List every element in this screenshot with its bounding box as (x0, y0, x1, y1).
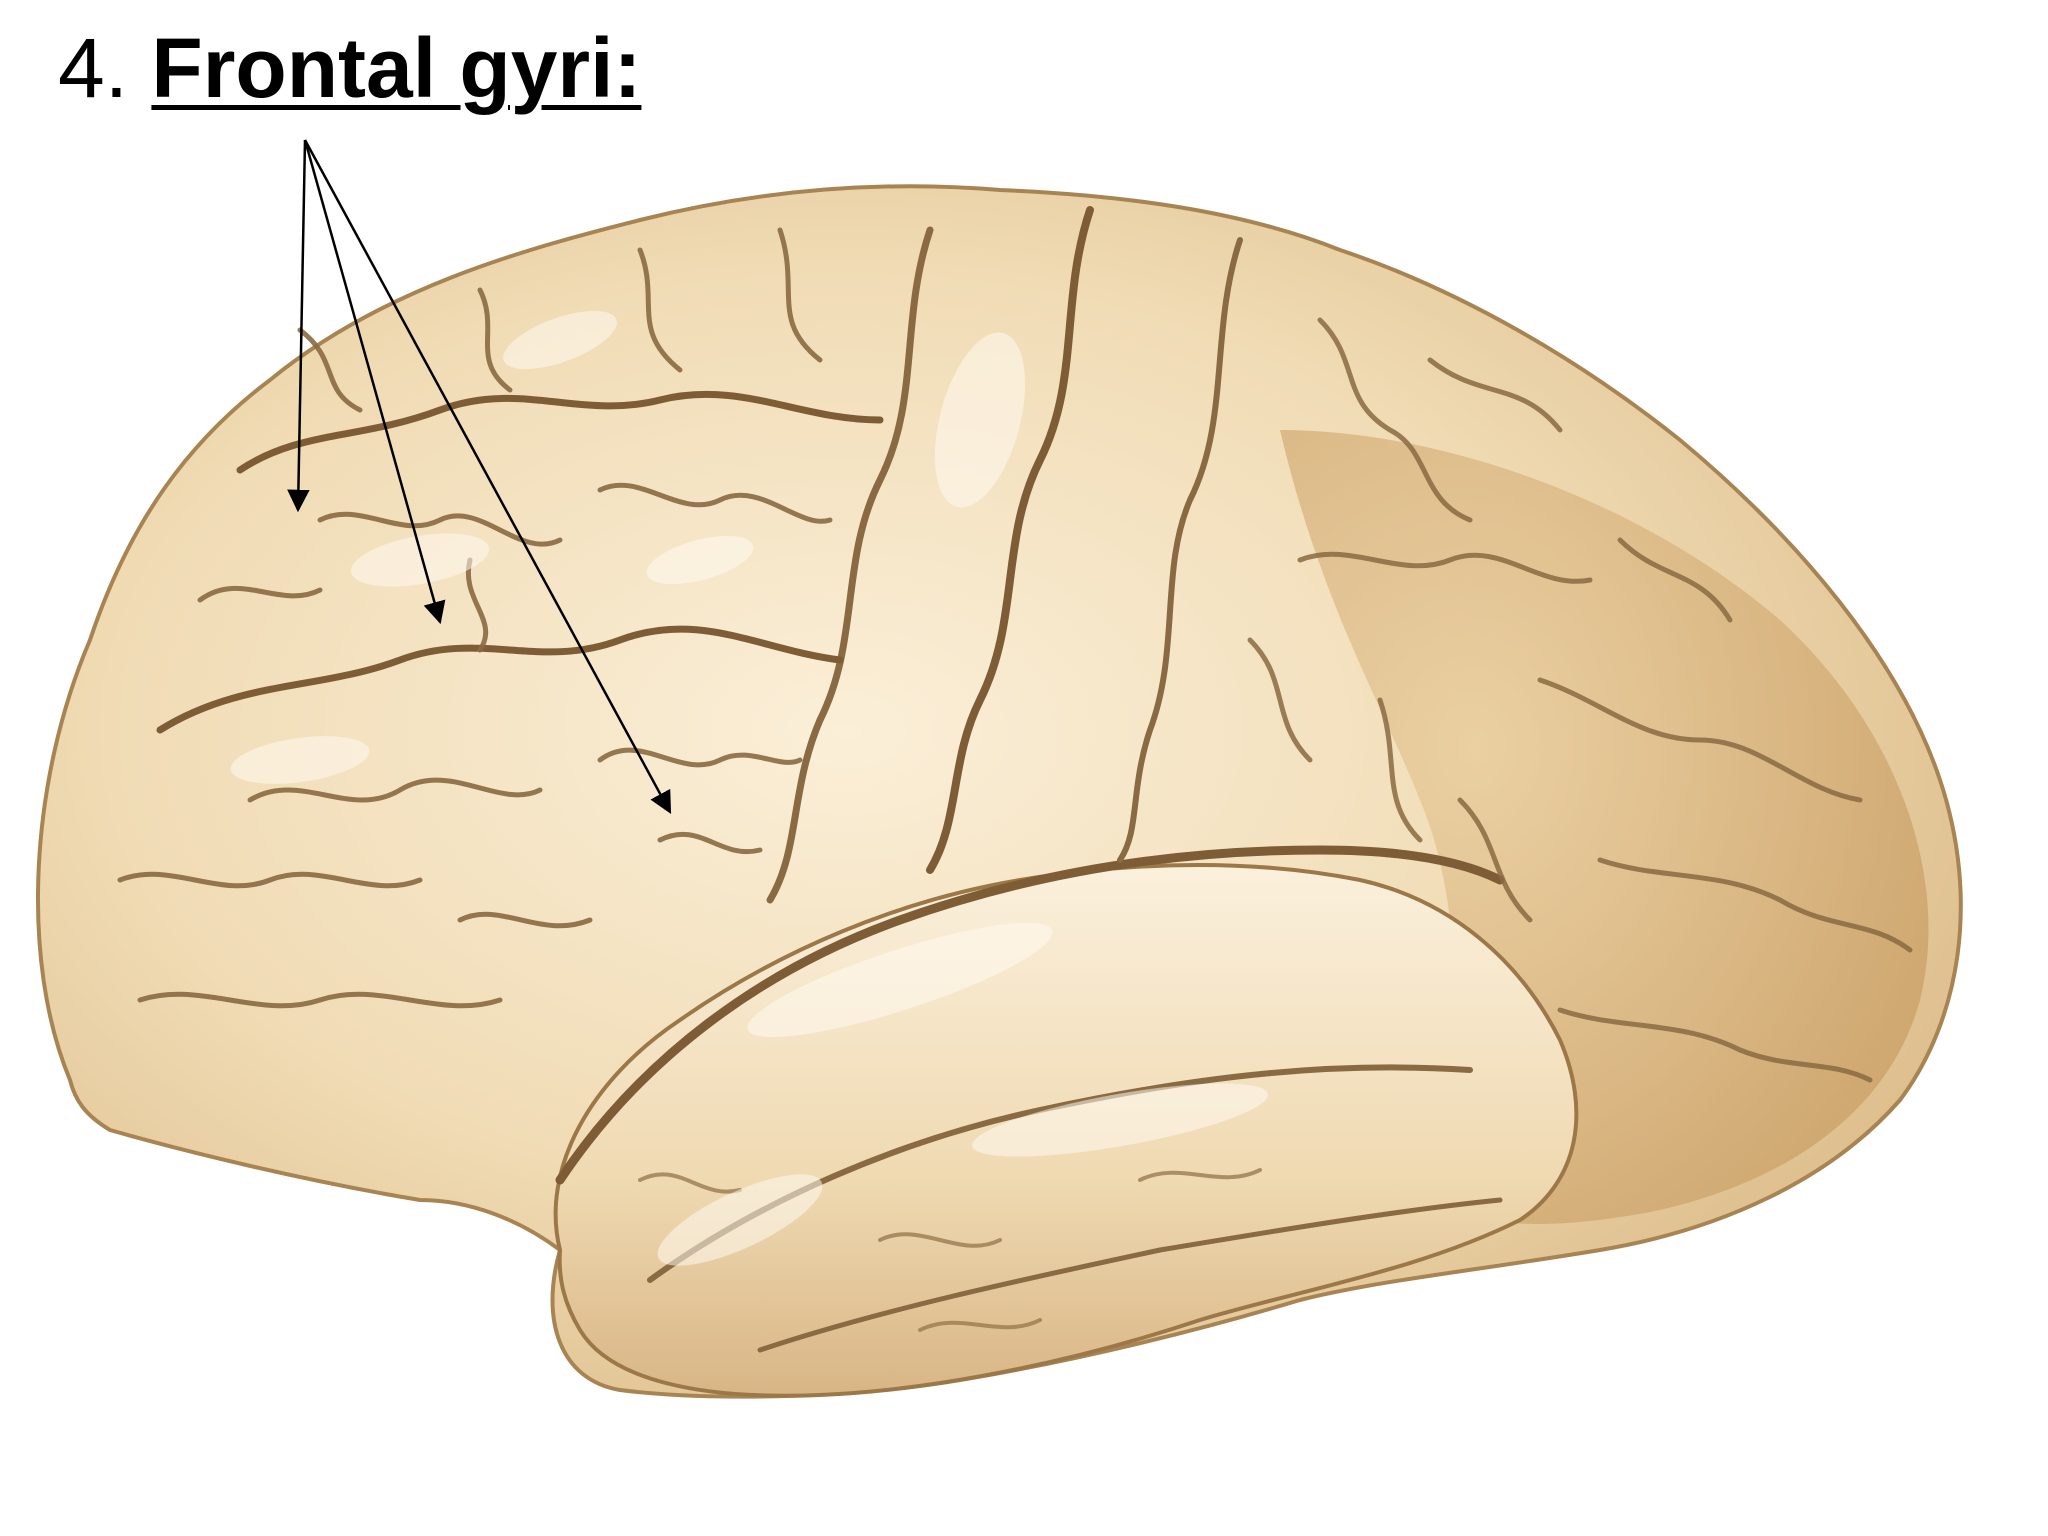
slide-title: 4. Frontal gyri: (58, 18, 641, 118)
arrow-superior-frontal-gyrus (287, 139, 310, 513)
slide-title-text: Frontal gyri: (151, 21, 642, 115)
slide-number: 4. (58, 21, 129, 115)
arrow-inferior-frontal-gyrus (303, 139, 672, 814)
pointer-arrows (287, 139, 672, 814)
arrow-middle-frontal-gyrus (303, 139, 446, 625)
